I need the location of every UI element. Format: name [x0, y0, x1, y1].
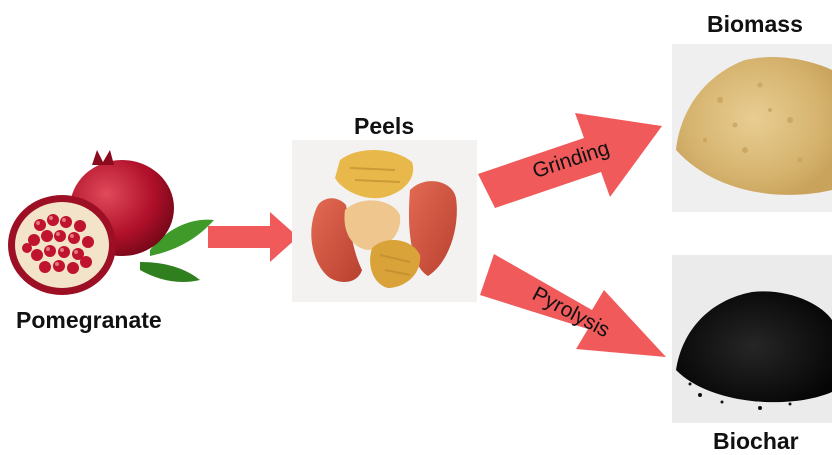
biochar-image [672, 255, 832, 423]
pomegranate-image [8, 150, 214, 295]
pomegranate-label: Pomegranate [16, 307, 162, 334]
biochar-label: Biochar [713, 428, 799, 455]
peels-image [292, 140, 477, 302]
arrow-to-peels [208, 212, 298, 262]
biomass-label: Biomass [707, 11, 803, 38]
peels-label: Peels [354, 113, 414, 140]
biomass-image [672, 44, 832, 212]
